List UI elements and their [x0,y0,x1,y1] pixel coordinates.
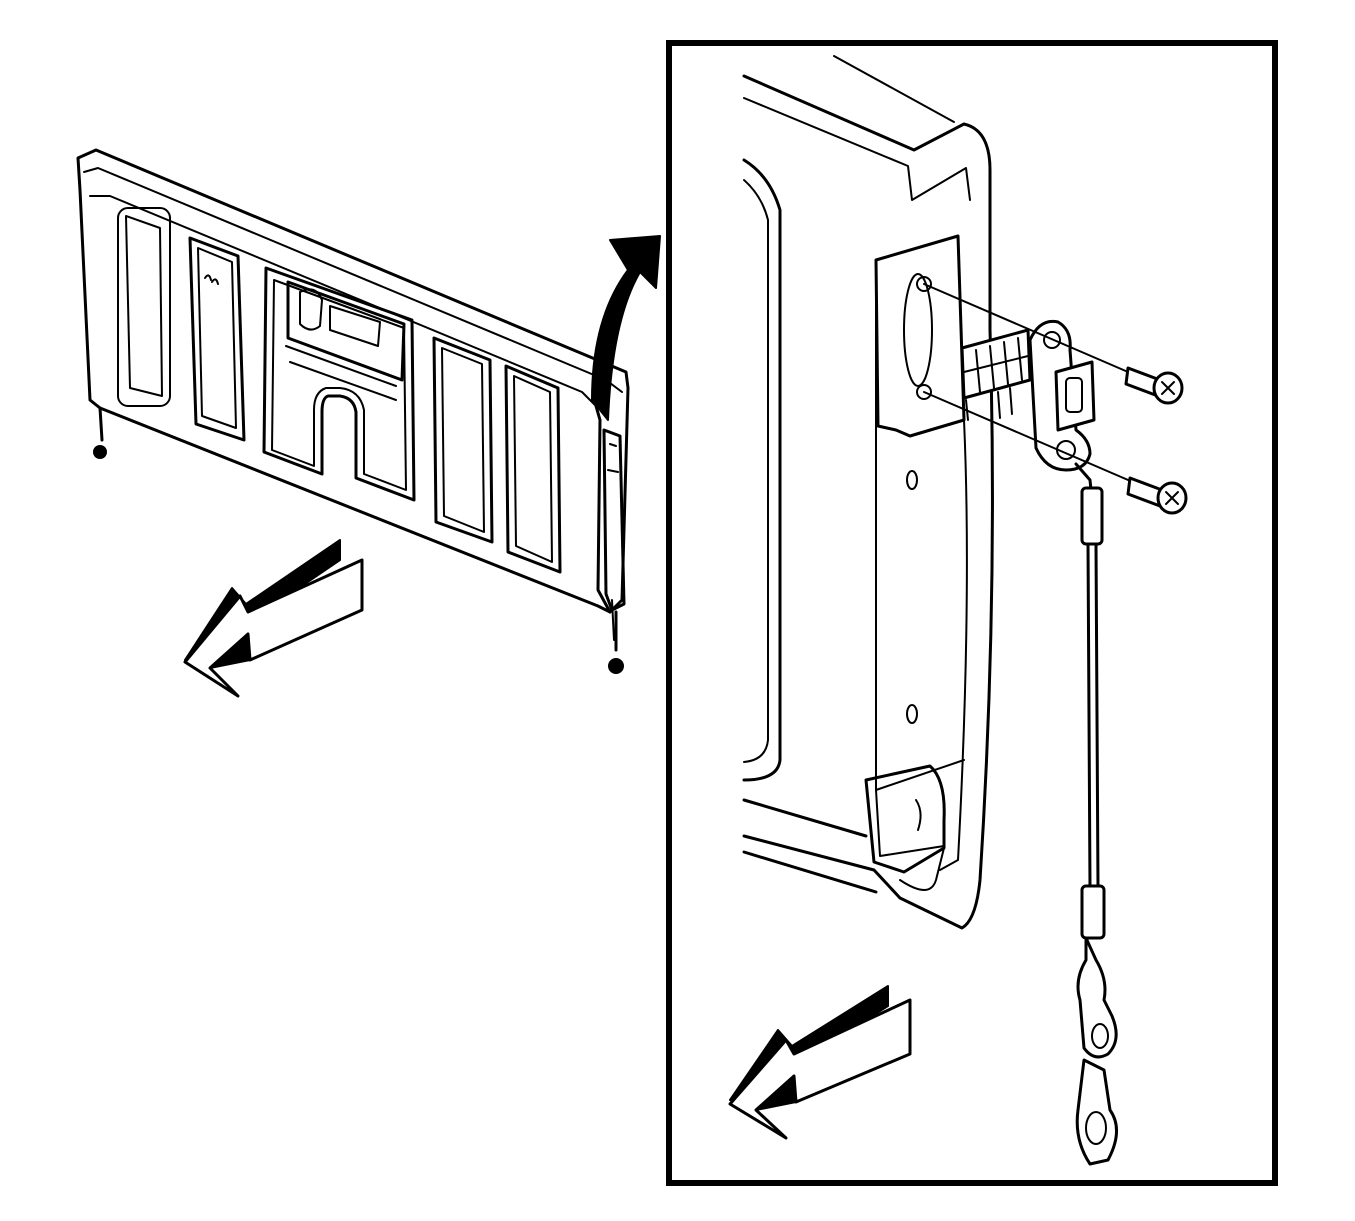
tailgate-panel-1-inner [125,215,163,397]
tailgate-panel-1 [117,207,171,407]
tailgate-panel-4-inner [441,347,485,533]
tailgate-panel-2 [188,236,246,442]
tailgate-panel-4 [432,336,494,544]
tailgate-end-detail [742,55,1188,1166]
detail-cable-sleeve-lower [1080,884,1106,940]
detail-bolt-hole-2 [916,384,932,400]
detail-hinge-pocket [864,764,946,874]
detail-hinge-pocket-detail [875,789,945,857]
tailgate-side-cable-detail [607,443,619,641]
tailgate-right-hinge-pin [608,658,624,674]
detail-slot-lower [906,704,918,724]
detail-cable-keyhole-1 [1091,1023,1109,1049]
tailgate-right-end [594,404,612,614]
detail-latch-coils [963,337,1029,393]
direction-arrow-icon [728,985,912,1140]
tailgate-badge [204,274,219,285]
detail-support-cable [1086,542,1100,890]
tailgate-left-hinge [98,406,104,442]
direction-arrow-icon [183,539,364,698]
tailgate-left-hinge-pin [93,445,107,459]
detail-bolt-upper [1124,366,1184,405]
detail-bolt-lower [1126,476,1188,515]
detail-top-inner [743,97,971,201]
curved-callout-arrow-icon [591,235,661,421]
detail-bracket-tab-slot [1065,377,1083,413]
tailgate-top-edge [89,195,597,407]
tailgate-handle [286,280,406,382]
detail-bracket-hole-top [1043,331,1061,349]
detail-side-edge [898,328,994,930]
tailgate-overview [76,148,630,674]
tailgate-outline [76,148,630,614]
tailgate-top-lip [83,167,623,393]
detail-frame [666,40,1278,1186]
detail-bottom-edge [742,798,902,900]
tailgate-handle-detail [285,288,397,401]
tailgate-panel-2-inner [197,247,237,429]
tailgate-panel-5 [504,364,562,574]
detail-bolt-hole-1 [916,276,932,292]
detail-cable-keyhole-2 [1085,1111,1107,1145]
tailgate-panel-5-inner [513,375,553,563]
detail-panel-cavity-inner [743,179,769,763]
detail-bracket-tab [1054,360,1096,432]
detail-top-edge [742,74,992,332]
detail-guide-line-lower [923,391,1143,487]
detail-panel-cavity [742,158,782,782]
detail-top-line [833,55,955,123]
detail-guide-line-upper [923,283,1143,379]
detail-slot-upper [906,470,918,490]
detail-side-edge-inner [939,419,968,871]
detail-end-plate [874,234,966,438]
tailgate-side-cable [602,428,626,612]
detail-bottom-hinge [899,847,945,891]
tailgate-center-pocket-inner [271,279,407,491]
detail-mount-hole-upper [903,273,933,387]
tailgate-center-pocket [262,266,416,502]
detail-cable-sleeve-upper [1080,486,1104,546]
